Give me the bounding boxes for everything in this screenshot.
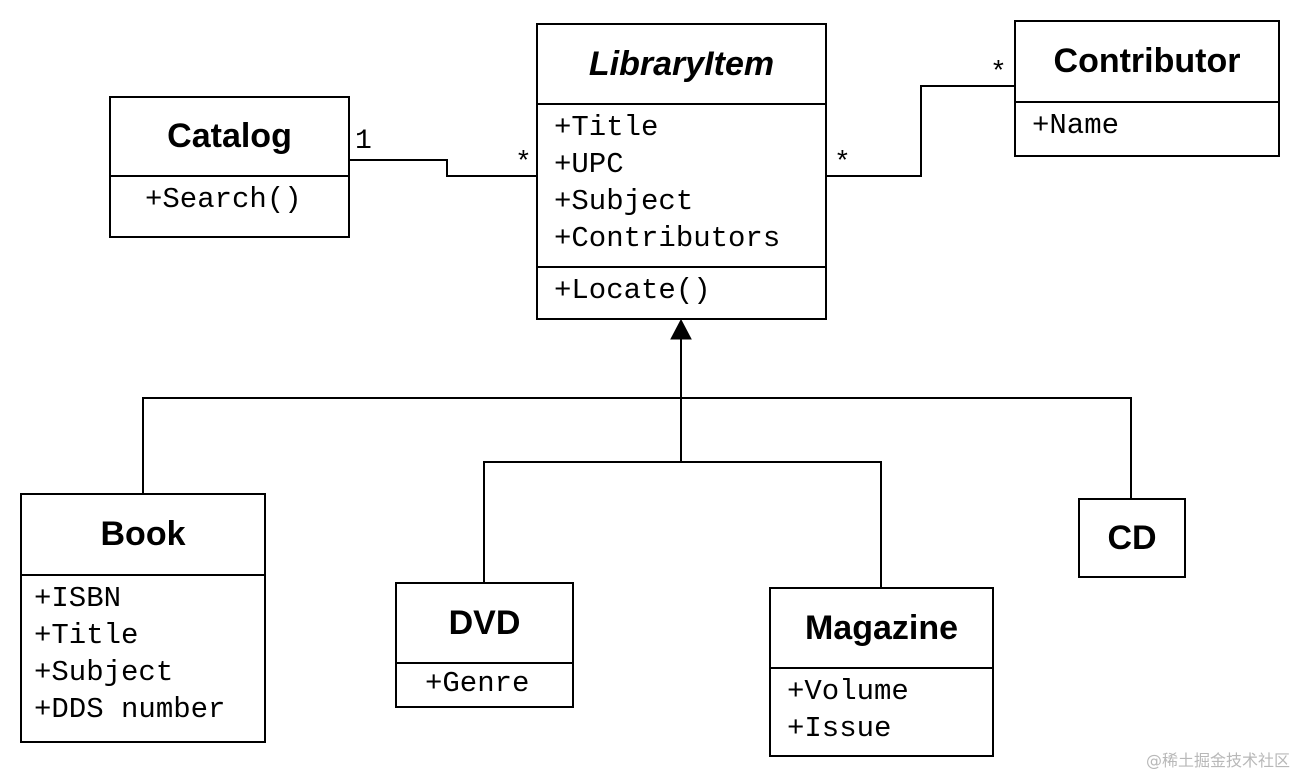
class-catalog-operations: +Search() [111, 175, 348, 236]
attribute: +Name [1032, 109, 1120, 142]
attribute: +ISBN [34, 582, 122, 615]
class-libraryitem-name: LibraryItem [588, 44, 775, 83]
class-book-name: Book [100, 515, 186, 553]
multiplicity-libraryitem-contributor-end: * [834, 148, 851, 179]
class-dvd-name: DVD [448, 603, 521, 642]
class-book[interactable]: Book +ISBN +Title +Subject +DDS number [20, 493, 266, 743]
generalization-arrowhead [670, 318, 692, 340]
attribute: +Issue [787, 712, 892, 745]
attribute: +Title [554, 111, 659, 144]
class-contributor-name: Contributor [1053, 42, 1241, 80]
operation: +Search() [145, 183, 302, 216]
watermark: @稀土掘金技术社区 [1145, 751, 1290, 770]
multiplicity-libraryitem-catalog-end: * [515, 148, 532, 179]
class-contributor-attributes: +Name [1016, 101, 1278, 155]
class-dvd[interactable]: DVD +Genre [395, 582, 574, 708]
association-catalog-libraryitem [349, 159, 537, 177]
attribute: +Contributors [554, 222, 781, 255]
attribute: +Volume [787, 675, 909, 708]
attribute: +Genre [425, 667, 530, 700]
association-libraryitem-contributor [826, 85, 1015, 177]
attribute: +DDS number [34, 693, 226, 726]
class-dvd-attributes: +Genre [397, 662, 572, 706]
class-contributor[interactable]: Contributor +Name [1014, 20, 1280, 157]
attribute: +Title [34, 619, 139, 652]
generalization-branch-book-cd [142, 397, 1132, 499]
class-book-attributes: +ISBN +Title +Subject +DDS number [22, 574, 264, 741]
class-catalog[interactable]: Catalog +Search() [109, 96, 350, 238]
class-libraryitem-operations: +Locate() [538, 266, 825, 318]
multiplicity-contributor-end: * [990, 58, 1007, 89]
attribute: +Subject [34, 656, 174, 689]
multiplicity-catalog-end: 1 [355, 126, 372, 157]
class-catalog-name: Catalog [167, 117, 292, 155]
class-libraryitem-attributes: +Title +UPC +Subject +Contributors [538, 103, 825, 266]
operation: +Locate() [554, 274, 711, 307]
generalization-branch-dvd-magazine [483, 461, 882, 588]
class-magazine[interactable]: Magazine +Volume +Issue [769, 587, 994, 757]
class-cd[interactable]: CD [1078, 498, 1186, 578]
class-libraryitem[interactable]: LibraryItem +Title +UPC +Subject +Contri… [536, 23, 827, 320]
class-magazine-name: Magazine [804, 608, 959, 647]
class-cd-name: CD [1107, 518, 1157, 557]
attribute: +Subject [554, 185, 694, 218]
class-magazine-attributes: +Volume +Issue [771, 667, 992, 755]
attribute: +UPC [554, 148, 624, 181]
